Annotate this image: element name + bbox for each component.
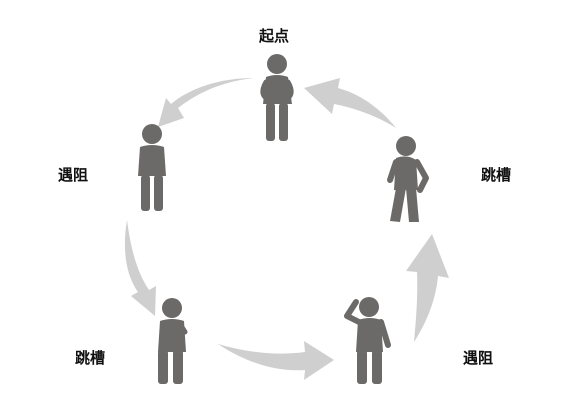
person-walking-icon (387, 136, 429, 222)
node-label-job-hop-right: 跳槽 (481, 166, 512, 184)
arrow-top-to-left (158, 78, 254, 127)
person-thinking-icon (158, 298, 188, 384)
node-label-obstacle-right: 遇阻 (463, 349, 494, 367)
person-scratching-head-icon (344, 297, 391, 384)
node-label-obstacle-left: 遇阻 (58, 166, 89, 184)
node-label-start: 起点 (259, 27, 290, 45)
person-standing-hands-clasped-icon (260, 54, 294, 141)
arrow-right-to-top (304, 78, 396, 128)
person-arms-crossed-icon (138, 124, 166, 211)
arrow-bottom-right-to-right (406, 234, 449, 342)
arrow-bottom-left-to-bottom-right (218, 341, 334, 380)
arrow-left-to-bottom-left (124, 220, 156, 316)
node-label-job-hop-left: 跳槽 (75, 349, 106, 367)
